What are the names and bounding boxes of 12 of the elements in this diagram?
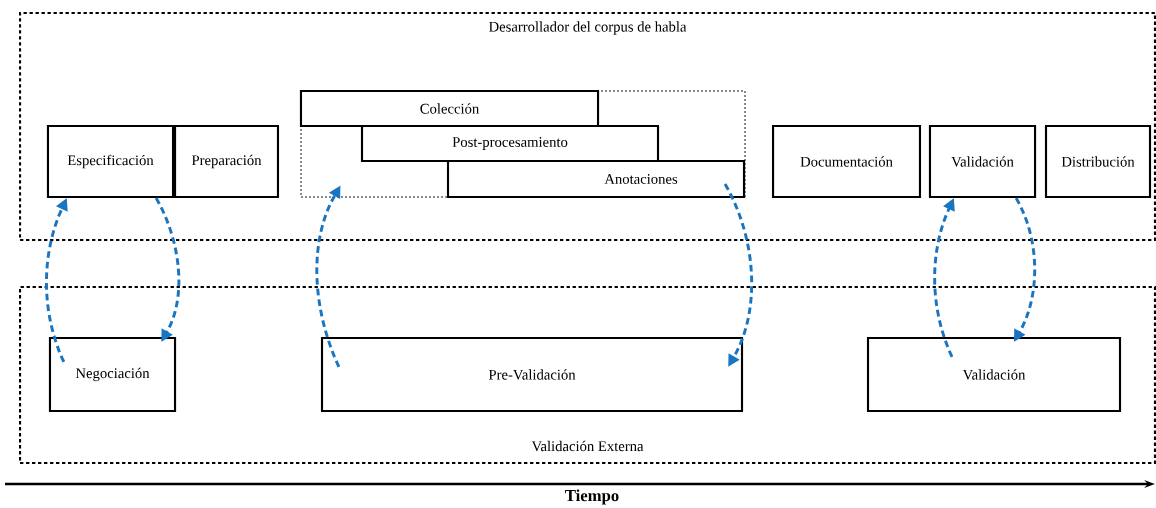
process-box: Distribución (1044, 124, 1152, 199)
process-box: Anotaciones (446, 159, 746, 199)
axis-label: Tiempo (565, 489, 619, 505)
process-box: Documentación (771, 124, 922, 199)
process-box: Colección (299, 89, 600, 128)
process-box: Post-procesamiento (360, 124, 660, 163)
process-box: Preparación (173, 124, 280, 199)
process-box: Pre-Validación (320, 336, 744, 413)
process-box: Validación (928, 124, 1037, 199)
process-box: Negociación (48, 336, 177, 413)
process-box: Especificación (46, 124, 175, 199)
process-box: Validación (866, 336, 1122, 413)
